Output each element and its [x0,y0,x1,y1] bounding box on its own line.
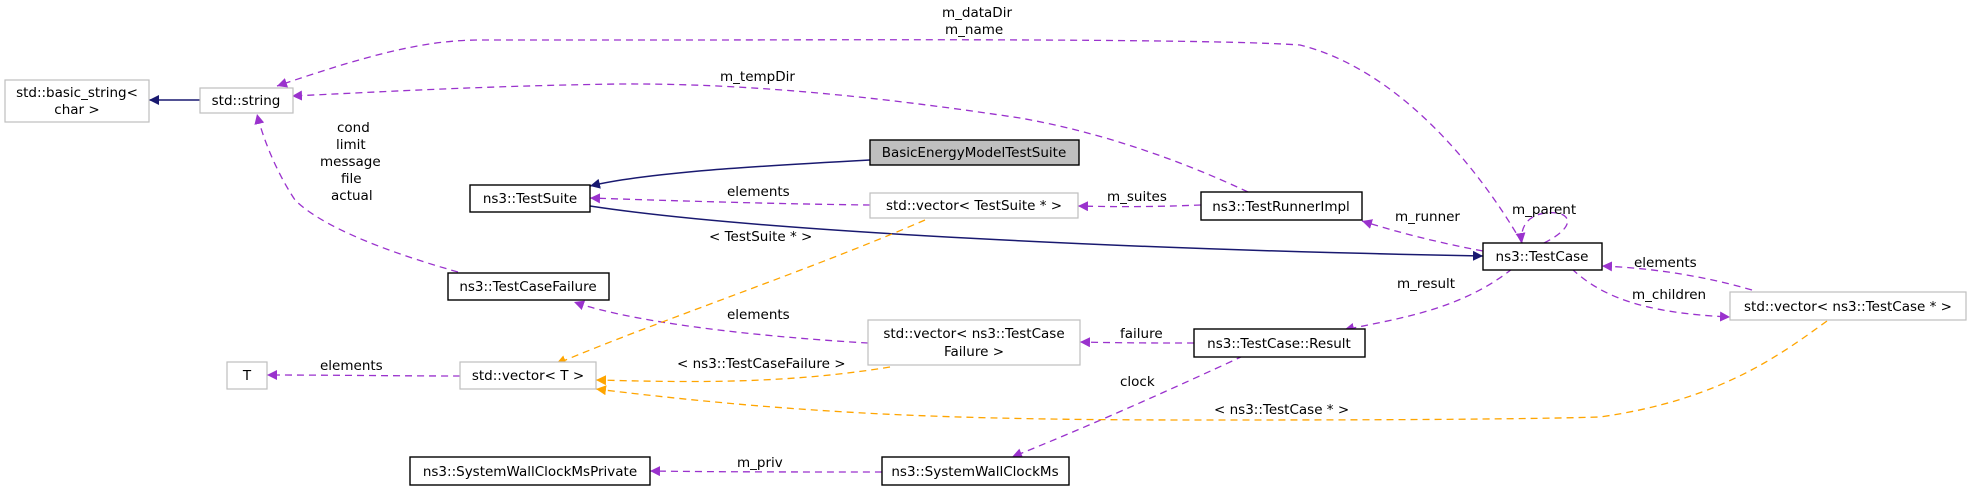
node-vector-t-label: std::vector< T > [472,368,584,384]
node-vector-failure-line2: Failure > [944,344,1004,360]
edge-label-tmpl-failure: < ns3::TestCaseFailure > [677,356,846,372]
node-test-case-failure-label: ns3::TestCaseFailure [459,279,596,295]
edge-vector-suite-to-test-suite [589,193,871,206]
edge-label-failure: failure [1120,326,1163,342]
edge-result-to-clock [1011,355,1244,458]
node-vector-testsuite-label: std::vector< TestSuite * > [886,198,1062,214]
edge-label-m-priv: m_priv [737,455,783,471]
node-basic-energy-model-test-suite[interactable]: BasicEnergyModelTestSuite [869,139,1080,166]
edge-vector-t-to-vector-suite [555,219,926,365]
edge-label-m-children: m_children [1632,287,1706,303]
node-vector-t[interactable]: std::vector< T > [459,361,597,390]
node-test-case-failure[interactable]: ns3::TestCaseFailure [447,272,610,301]
nodes: std::basic_string< char > std::string Ba… [4,79,1967,486]
node-vector-failure-line1: std::vector< ns3::TestCase [883,326,1064,342]
edge-label-elements-suites: elements [727,184,790,200]
node-test-case-label: ns3::TestCase [1496,249,1589,265]
edge-label-m-result: m_result [1397,276,1455,292]
edge-label-m-runner: m_runner [1395,209,1460,225]
edge-vector-t-to-vector-testcase [595,320,1828,421]
edge-label-failure-field-1: cond [337,120,370,136]
edge-test-case-to-runner [1361,219,1484,252]
node-test-case-result-label: ns3::TestCase::Result [1207,336,1351,352]
node-clock-private-label: ns3::SystemWallClockMsPrivate [423,464,637,480]
edge-vector-failure-to-failure [573,300,869,344]
edge-vector-t-to-t [266,370,461,381]
edge-basic-energy-to-test-suite [589,159,871,189]
node-t[interactable]: T [226,361,268,390]
edge-label-tmpl-testsuite: < TestSuite * > [709,229,812,245]
edge-vector-testcase-to-test-case [1601,261,1753,291]
edge-label-failure-field-2: limit [336,137,366,153]
node-basic-string[interactable]: std::basic_string< char > [4,79,150,123]
node-string[interactable]: std::string [199,87,294,114]
node-test-suite[interactable]: ns3::TestSuite [469,184,591,213]
edge-test-case-self-parent [1515,211,1569,244]
node-test-runner-impl[interactable]: ns3::TestRunnerImpl [1200,191,1363,221]
node-vector-testcase[interactable]: std::vector< ns3::TestCase * > [1729,291,1967,321]
node-test-runner-impl-label: ns3::TestRunnerImpl [1212,199,1350,215]
node-basic-string-line2: char > [54,102,99,118]
edge-label-m-suites: m_suites [1107,189,1167,205]
node-clock-label: ns3::SystemWallClockMs [891,464,1058,480]
edge-result-to-vector-failure [1079,337,1195,348]
edge-labels: m_dataDir m_name m_tempDir cond limit me… [320,5,1706,471]
node-system-wall-clock-ms[interactable]: ns3::SystemWallClockMs [881,456,1070,486]
node-test-case[interactable]: ns3::TestCase [1482,242,1603,271]
node-system-wall-clock-ms-private[interactable]: ns3::SystemWallClockMsPrivate [409,456,651,486]
node-basic-string-line1: std::basic_string< [16,85,138,101]
edge-clock-to-private [649,466,883,477]
edge-label-elements-t: elements [320,358,383,374]
node-vector-failure[interactable]: std::vector< ns3::TestCase Failure > [867,319,1081,366]
edge-label-failure-field-5: actual [331,188,373,204]
edge-test-case-to-result [1343,268,1513,333]
edge-test-suite-to-test-case [589,205,1484,261]
node-vector-testsuite[interactable]: std::vector< TestSuite * > [869,192,1079,219]
node-test-case-result[interactable]: ns3::TestCase::Result [1193,328,1366,358]
edge-label-m-tempdir: m_tempDir [720,69,795,85]
edge-label-m-datadir: m_dataDir [942,5,1012,21]
edge-failure-to-string [254,113,459,273]
edge-label-elements-testcase: elements [1634,255,1697,271]
edge-label-m-parent: m_parent [1512,202,1576,218]
node-vector-testcase-label: std::vector< ns3::TestCase * > [1744,299,1952,315]
node-t-label: T [242,368,252,384]
edge-runner-to-vector-suite [1077,201,1202,212]
edge-label-m-name: m_name [945,22,1003,38]
edge-label-clock: clock [1120,374,1155,390]
node-test-suite-label: ns3::TestSuite [483,191,577,207]
edge-label-failure-field-3: message [320,154,381,170]
node-string-label: std::string [212,93,281,109]
edges [149,39,1828,477]
edge-runner-to-string-tempdir [291,83,1249,193]
edge-vector-t-to-vector-failure [595,366,891,386]
node-basic-energy-label: BasicEnergyModelTestSuite [882,145,1067,161]
edge-test-case-to-vector-testcase [1571,268,1731,322]
edge-label-elements-failure: elements [727,307,790,323]
edge-label-failure-field-4: file [341,171,362,187]
edge-label-tmpl-testcase: < ns3::TestCase * > [1214,402,1349,418]
edge-test-case-to-string-name [276,39,1523,244]
